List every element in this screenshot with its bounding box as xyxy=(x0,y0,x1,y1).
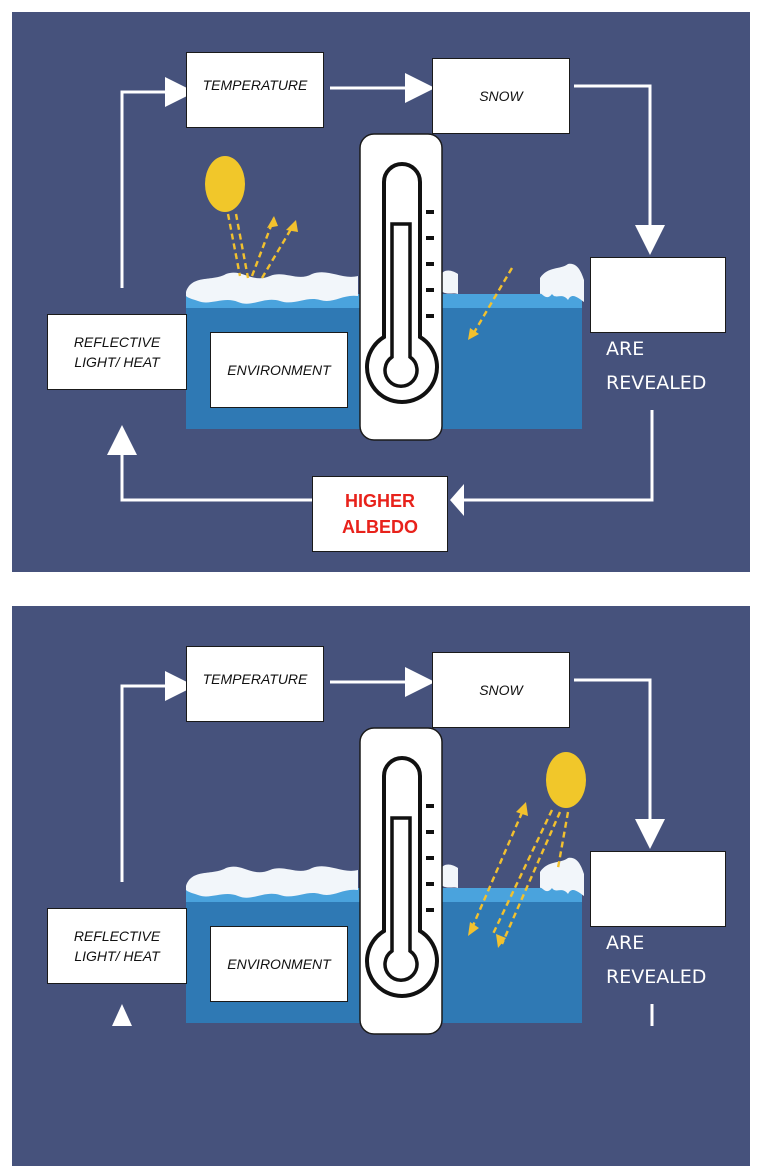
snow-cap-icon xyxy=(440,270,458,294)
are-text: ARE xyxy=(606,338,645,360)
sun-icon xyxy=(205,156,245,212)
blank-box xyxy=(590,257,726,333)
higher-albedo-box: HIGHER ALBEDO xyxy=(312,476,448,552)
snow-box: SNOW xyxy=(432,58,570,134)
arrow-icon xyxy=(450,484,464,516)
temperature-box: TEMPERATURE xyxy=(186,52,324,128)
diagram-panel-2: TEMPERATURE SNOW REFLECTIVE LIGHT/ HEAT … xyxy=(12,606,750,1166)
cycle-arrows xyxy=(120,667,665,1026)
thermometer-icon xyxy=(359,727,443,1035)
environment-box: ENVIRONMENT xyxy=(210,926,348,1002)
panel-1-graphics xyxy=(107,73,665,516)
snow-cap-icon xyxy=(186,272,358,304)
revealed-text: REVEALED xyxy=(606,372,707,394)
reflective-light-heat-box: REFLECTIVE LIGHT/ HEAT xyxy=(47,908,187,984)
ray-arrowheads xyxy=(267,216,479,340)
diagram-panel-1: TEMPERATURE SNOW REFLECTIVE LIGHT/ HEAT … xyxy=(12,12,750,572)
blank-box xyxy=(590,851,726,927)
snow-cap-icon xyxy=(186,866,358,898)
are-text: ARE xyxy=(606,932,645,954)
temperature-box: TEMPERATURE xyxy=(186,646,324,722)
are-revealed-label: ARE REVEALED xyxy=(606,332,706,400)
snow-cap-icon xyxy=(540,263,584,302)
environment-box: ENVIRONMENT xyxy=(210,332,348,408)
panel-2-graphics xyxy=(112,667,665,1035)
light-rays xyxy=(226,213,514,337)
snow-cap-icon xyxy=(540,857,584,896)
sun-icon xyxy=(546,752,586,808)
higher-albedo-text: HIGHER ALBEDO xyxy=(342,491,418,537)
reflective-light-heat-box: REFLECTIVE LIGHT/ HEAT xyxy=(47,314,187,390)
are-revealed-label: ARE REVEALED xyxy=(606,926,706,994)
snow-box: SNOW xyxy=(432,652,570,728)
arrow-icon xyxy=(112,1004,132,1026)
thermometer-icon xyxy=(359,133,443,441)
ray-arrowheads xyxy=(468,802,528,948)
light-rays xyxy=(470,807,570,945)
revealed-text: REVEALED xyxy=(606,966,707,988)
cycle-arrows xyxy=(107,73,665,502)
snow-cap-icon xyxy=(440,864,458,888)
